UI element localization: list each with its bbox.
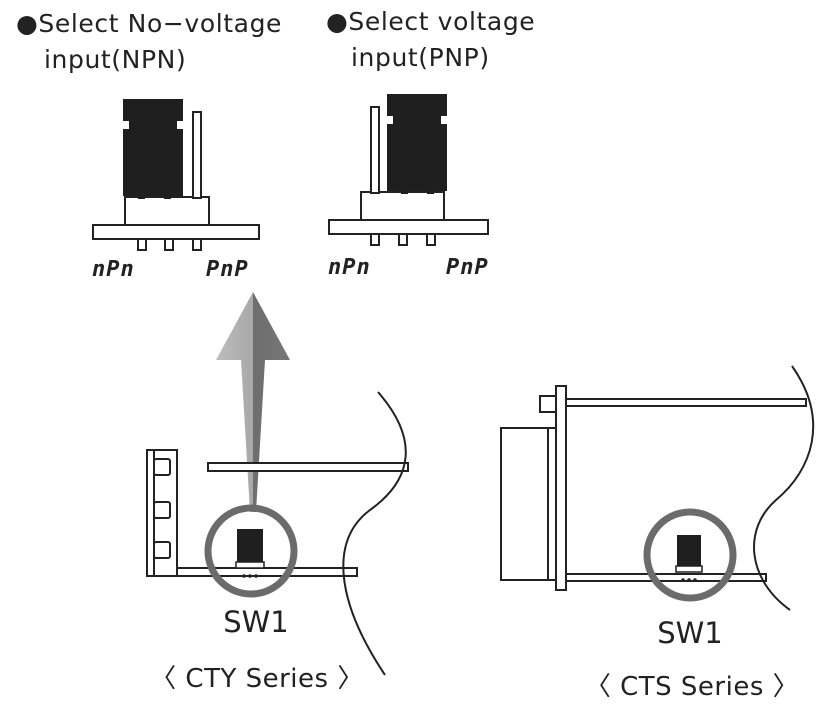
cts-series-label: 〈 CTS Series 〉 bbox=[585, 672, 799, 702]
npn-jumper-cap bbox=[123, 99, 183, 196]
pnp-pcb-board bbox=[328, 219, 489, 235]
cty-device-illustration bbox=[146, 391, 409, 676]
cty-series-label: 〈 CTY Series 〉 bbox=[150, 664, 364, 694]
cts-front-plate bbox=[555, 385, 567, 591]
npn-jumper-illustration bbox=[92, 99, 260, 251]
pnp-header-base bbox=[360, 191, 445, 221]
pnp-panel-label-pnp: PnP bbox=[446, 255, 489, 280]
cts-sw1-label: SW1 bbox=[657, 616, 723, 650]
pnp-pin-left bbox=[370, 233, 380, 246]
cty-break-line bbox=[342, 391, 407, 676]
cts-device-illustration bbox=[500, 365, 815, 611]
npn-title-line2: input(NPN) bbox=[44, 45, 186, 74]
cty-sw1-label: SW1 bbox=[223, 605, 289, 639]
npn-panel-label-npn: nPn bbox=[92, 257, 135, 282]
npn-pin-left bbox=[137, 238, 147, 251]
pnp-title-line2: input(PNP) bbox=[351, 43, 490, 72]
cty-top-pcb bbox=[207, 462, 409, 472]
cts-sw1-switch bbox=[677, 535, 701, 567]
cts-knob bbox=[539, 395, 557, 413]
pnp-jumper-illustration bbox=[328, 94, 489, 246]
pnp-panel-label-npn: nPn bbox=[328, 255, 371, 280]
pnp-pin-right bbox=[426, 233, 436, 246]
cty-button-2 bbox=[153, 501, 171, 519]
up-arrow-icon bbox=[216, 292, 290, 512]
cts-break-line bbox=[753, 365, 815, 611]
pnp-pin-center bbox=[398, 233, 408, 246]
pnp-title-line1: ●Select voltage bbox=[326, 7, 535, 36]
cts-bottom-pcb bbox=[565, 573, 767, 582]
npn-panel-label-pnp: PnP bbox=[206, 257, 249, 282]
cts-front-panel bbox=[500, 427, 557, 581]
cty-bottom-pcb bbox=[176, 567, 358, 577]
pnp-jumper-cap bbox=[387, 94, 447, 191]
cty-button-3 bbox=[153, 541, 171, 559]
cts-top-pcb bbox=[565, 398, 807, 407]
cts-sw1-highlight-ring bbox=[643, 508, 737, 602]
npn-title-line1: ●Select No−voltage bbox=[16, 9, 282, 38]
cty-button-1 bbox=[153, 458, 171, 476]
npn-pin-right bbox=[192, 238, 202, 251]
cty-sw1-highlight-ring bbox=[204, 504, 298, 598]
npn-header-base bbox=[124, 196, 210, 226]
cty-sw1-switch bbox=[237, 529, 263, 563]
npn-pcb-board bbox=[92, 224, 260, 240]
npn-exposed-pin bbox=[192, 111, 202, 199]
npn-pin-center bbox=[164, 238, 174, 251]
pnp-exposed-pin bbox=[370, 106, 380, 194]
